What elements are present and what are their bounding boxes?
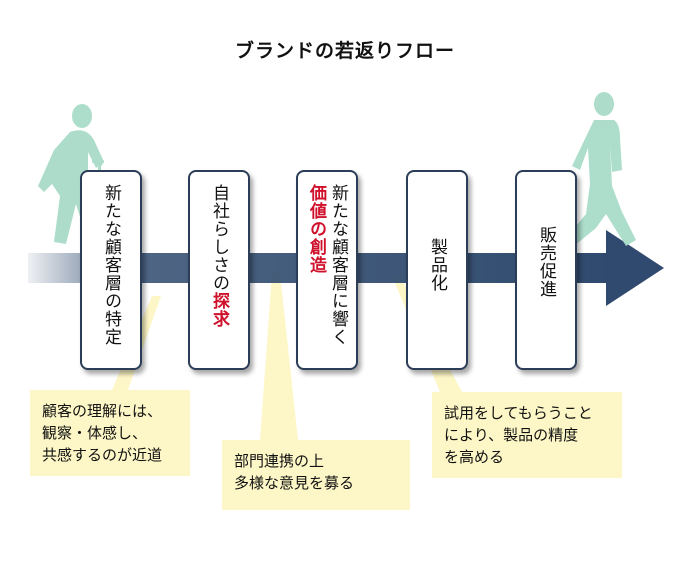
step-label: 新たな顧客層の特定 — [101, 184, 121, 346]
note-line: 観察・体感し、 — [42, 424, 148, 442]
step-label-highlight: 探求 — [209, 292, 229, 328]
note-line: 試用をしてもらうこと — [444, 404, 593, 422]
step-label: 製品化 — [427, 238, 447, 292]
note-line: 部門連携の上 — [234, 452, 325, 470]
step-label-group: 新たな顧客層に響く 価値の創造 — [305, 184, 349, 368]
note-cross-department: 部門連携の上 多様な意見を募る — [222, 440, 410, 510]
diagram-title: ブランドの若返りフロー — [234, 40, 455, 62]
note-line: を高める — [444, 448, 505, 466]
step-box-identify-customers: 新たな顧客層の特定 — [80, 170, 142, 370]
step-label: 新たな顧客層に響く — [328, 184, 348, 346]
note-customer-understanding: 顧客の理解には、 観察・体感し、 共感するのが近道 — [30, 390, 190, 476]
step-box-productize: 製品化 — [406, 170, 468, 370]
note-line: 顧客の理解には、 — [42, 402, 163, 420]
step-label-highlight: 価値の創造 — [306, 184, 326, 274]
callout-pointer-2 — [260, 273, 298, 440]
note-trial-use: 試用をしてもらうこと により、製品の精度 を高める — [432, 392, 622, 478]
step-box-explore-identity: 自社らしさの探求 — [188, 170, 250, 370]
young-person-walking-icon — [566, 92, 636, 246]
step-label: 販売促進 — [536, 226, 556, 298]
note-line: 多様な意見を募る — [234, 474, 355, 492]
note-line: 共感するのが近道 — [42, 446, 163, 464]
step-box-create-value: 新たな顧客層に響く 価値の創造 — [296, 170, 358, 370]
note-line: により、製品の精度 — [444, 426, 579, 444]
step-label: 自社らしさの探求 — [209, 184, 229, 328]
step-box-sales-promotion: 販売促進 — [515, 170, 577, 370]
